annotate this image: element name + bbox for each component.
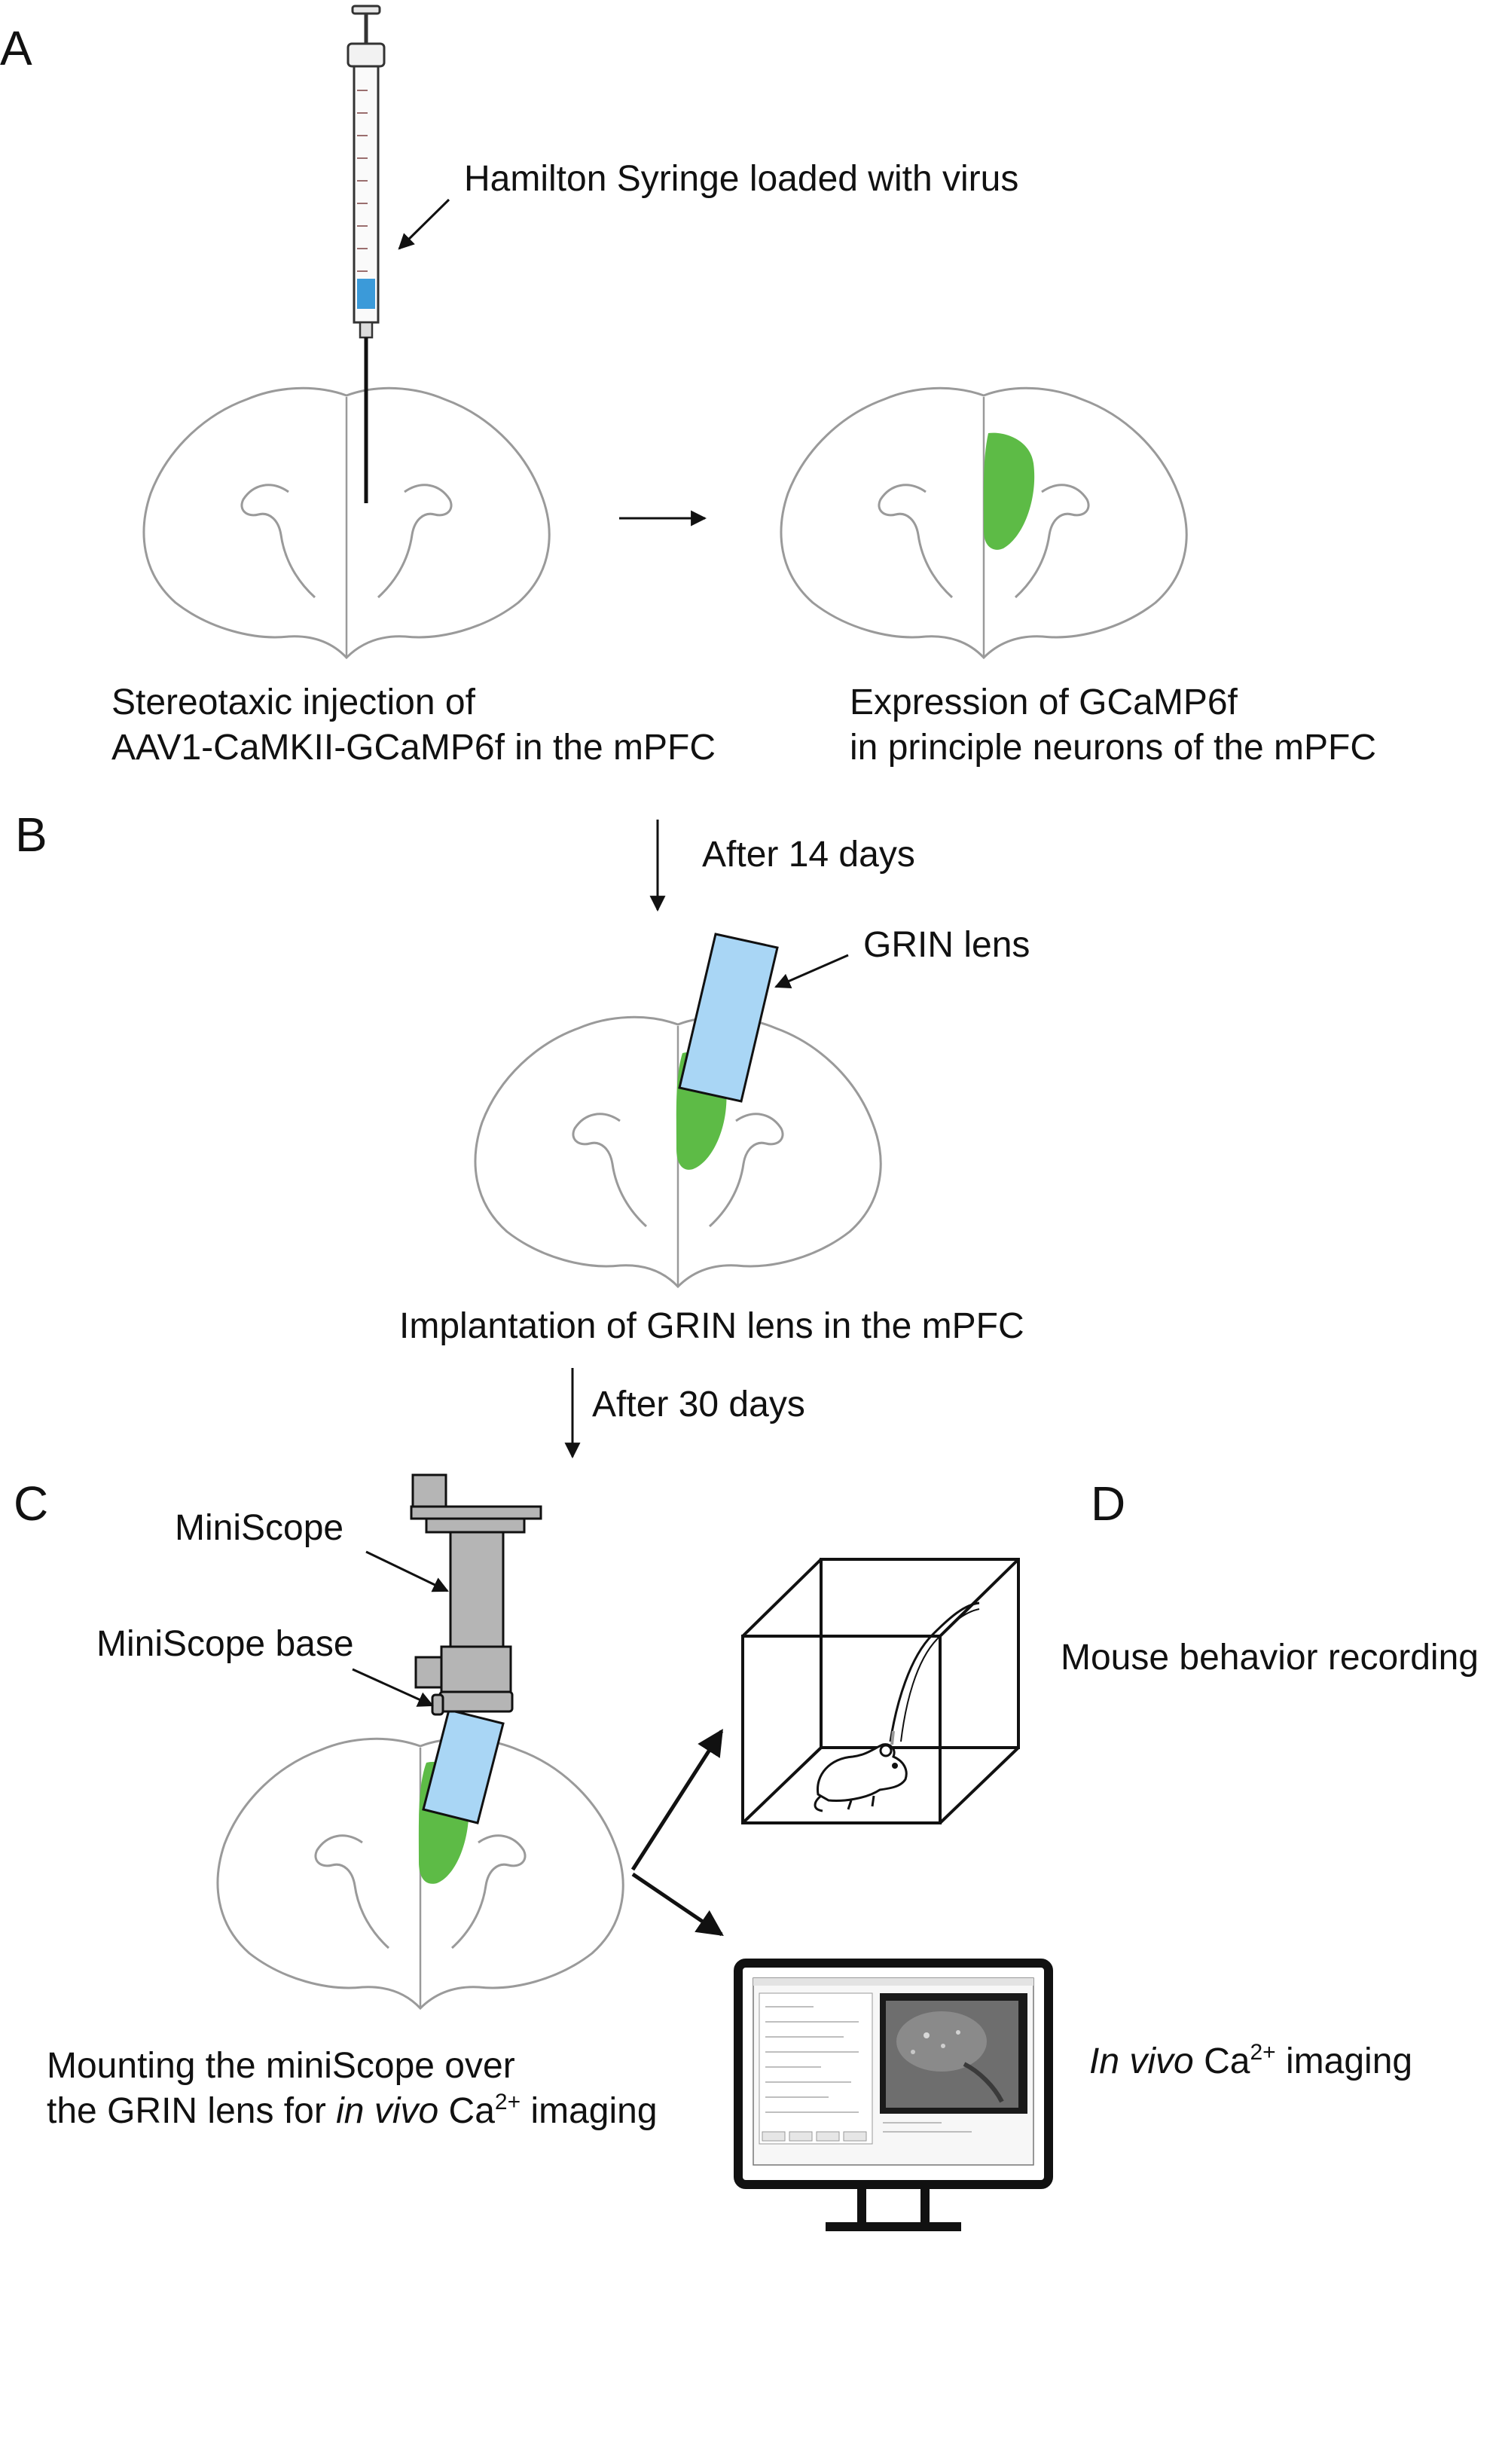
injection-label-line1: Stereotaxic injection of — [111, 682, 476, 722]
monitor-icon — [734, 1959, 1053, 2231]
panel-label-a: A — [0, 21, 32, 75]
miniscope-icon — [410, 1473, 542, 1716]
implantation-label: Implantation of GRIN lens in the mPFC — [399, 1306, 1024, 1346]
brain-section-icon — [142, 386, 551, 659]
panel-label-c: C — [14, 1476, 48, 1531]
syringe-icon — [347, 5, 386, 503]
mounting-label-line2: the GRIN lens for in vivo Ca2+ imaging — [47, 2090, 658, 2131]
branch-arrow-imaging — [631, 1872, 724, 1937]
branch-arrow-behavior — [630, 1729, 724, 1871]
miniscope-base-label: MiniScope base — [96, 1624, 354, 1664]
panel-label-b: B — [15, 808, 47, 862]
injection-label-line2: AAV1-CaMKII-GCaMP6f in the mPFC — [111, 728, 716, 768]
grin-pointer-arrow — [774, 954, 849, 989]
miniscope-label: MiniScope — [175, 1508, 343, 1548]
grin-lens-label: GRIN lens — [863, 925, 1030, 965]
panel-label-d: D — [1091, 1476, 1125, 1531]
syringe-label: Hamilton Syringe loaded with virus — [464, 159, 1018, 199]
miniscope-cable — [889, 1601, 980, 1742]
expression-label-line2: in principle neurons of the mPFC — [850, 728, 1376, 768]
syringe-pointer-arrow — [398, 198, 450, 250]
miniscope-pointer-arrow — [365, 1550, 449, 1592]
grin-lens — [422, 1708, 505, 1824]
grin-lens — [678, 933, 779, 1103]
imaging-label: In vivo Ca2+ imaging — [1089, 2040, 1412, 2081]
expression-label-line1: Expression of GCaMP6f — [850, 682, 1238, 722]
after-30-days-label: After 30 days — [592, 1385, 805, 1424]
gcamp-expression-region — [983, 432, 1035, 550]
mounting-label-line1: Mounting the miniScope over — [47, 2046, 515, 2086]
miniscope-base-pointer-arrow — [352, 1668, 434, 1707]
behavior-label: Mouse behavior recording — [1061, 1638, 1479, 1678]
after-14-days-label: After 14 days — [702, 835, 915, 875]
mouse-icon — [814, 1743, 908, 1812]
